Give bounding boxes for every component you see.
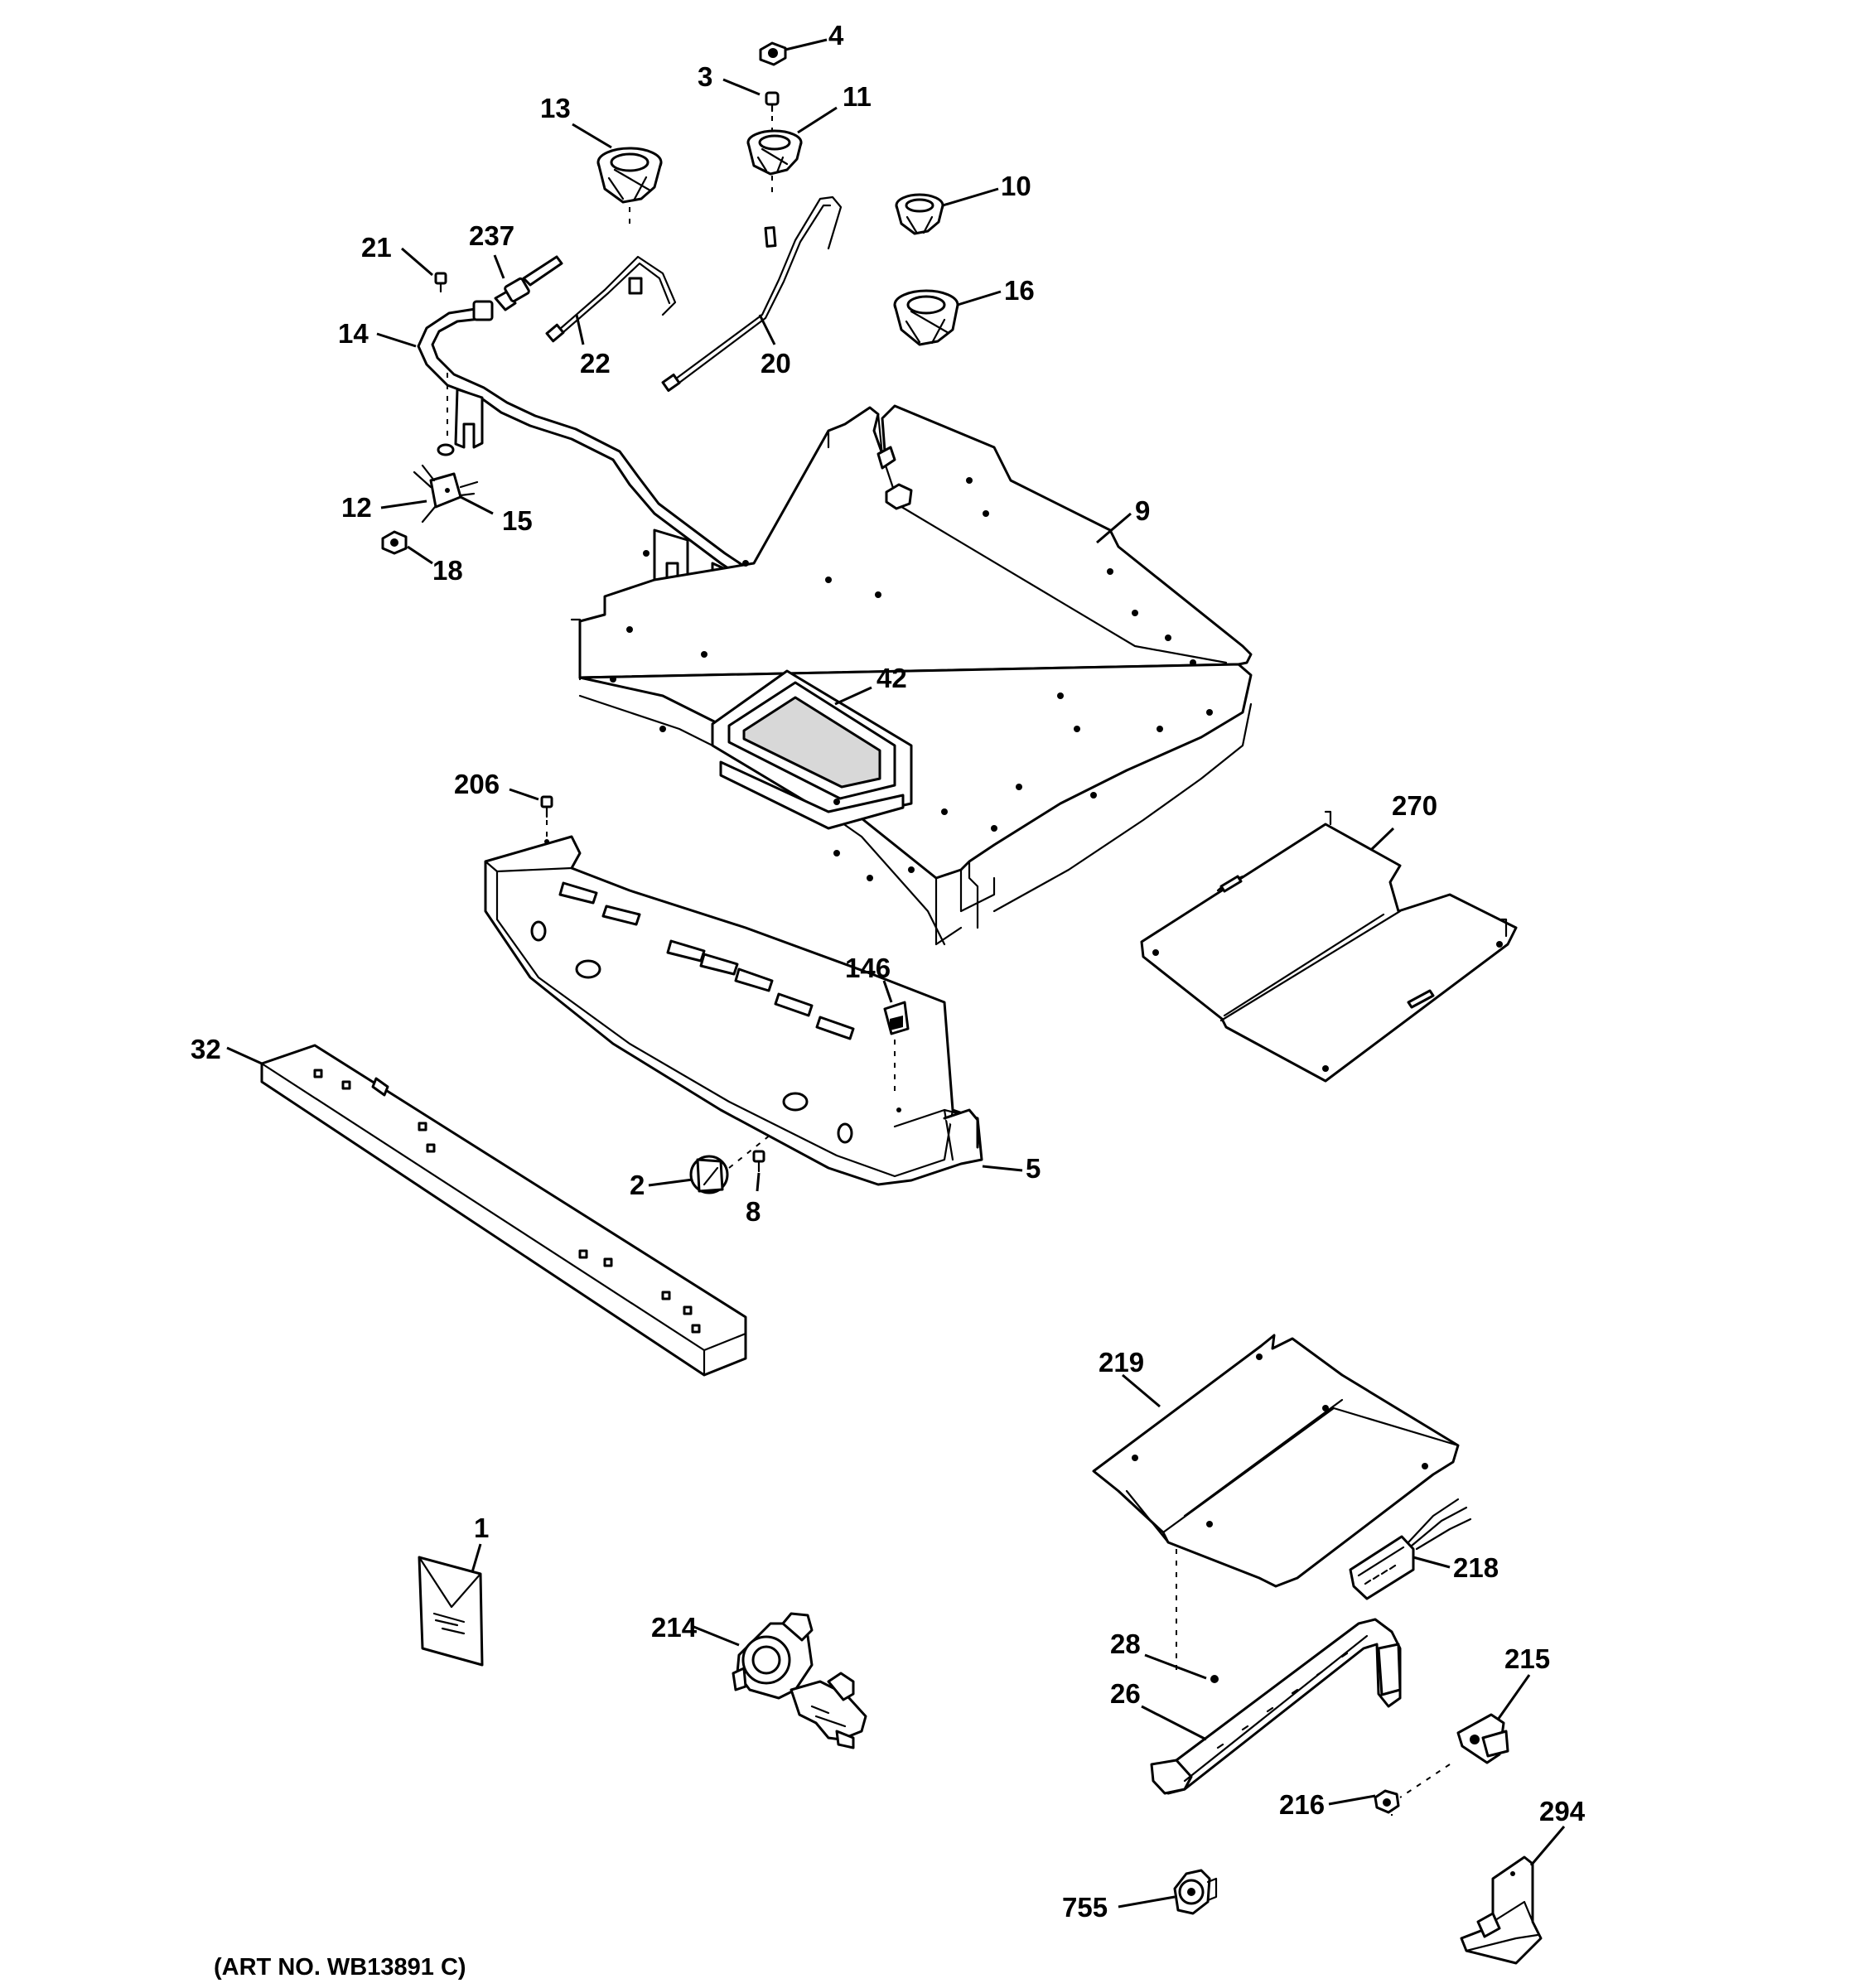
- label-219: 219: [1099, 1347, 1144, 1378]
- label-18: 18: [432, 555, 463, 586]
- label-10: 10: [1001, 171, 1031, 201]
- part-4-nut: [759, 41, 787, 66]
- part-9-burner-box: [570, 404, 1253, 946]
- label-218: 218: [1453, 1552, 1499, 1583]
- part-270-heat-shield: [1140, 810, 1518, 1083]
- part-13-burner: [596, 147, 663, 228]
- label-5: 5: [1026, 1153, 1041, 1184]
- washer: [437, 443, 455, 456]
- label-11: 11: [843, 81, 872, 112]
- part-216-nut: [1374, 1789, 1400, 1816]
- label-21: 21: [361, 232, 392, 263]
- part-5-control-panel: [484, 835, 983, 1186]
- part-42-plate: [711, 669, 913, 830]
- part-215-bracket: [1399, 1713, 1509, 1798]
- label-15: 15: [502, 505, 533, 536]
- part-32-trim: [260, 1044, 747, 1377]
- part-14-manifold: [417, 300, 751, 591]
- label-8: 8: [746, 1196, 761, 1227]
- label-20: 20: [761, 348, 791, 379]
- label-4: 4: [828, 20, 844, 51]
- part-2-knob: [689, 1134, 771, 1194]
- part-16-burner: [893, 289, 959, 346]
- part-28-screw: [1210, 1675, 1219, 1683]
- part-214-gas-valve: [732, 1612, 867, 1749]
- part-219-bottom-shield: [1092, 1334, 1460, 1673]
- leader-lines: [226, 38, 1566, 1908]
- part-294-bracket: [1460, 1855, 1543, 1965]
- label-14: 14: [338, 318, 369, 349]
- label-42: 42: [876, 663, 907, 693]
- part-20-tube: [661, 195, 843, 393]
- part-26-oven-burner: [1150, 1618, 1402, 1795]
- label-206: 206: [454, 769, 500, 799]
- part-755-thermostat: [1173, 1869, 1218, 1915]
- part-21-screw: [434, 272, 447, 293]
- label-3: 3: [698, 61, 712, 92]
- part-18-nut: [381, 530, 408, 555]
- label-26: 26: [1110, 1678, 1141, 1709]
- label-237: 237: [469, 220, 514, 251]
- label-28: 28: [1110, 1629, 1141, 1659]
- label-270: 270: [1392, 790, 1437, 821]
- label-215: 215: [1504, 1643, 1550, 1674]
- part-146-clip: [883, 1001, 910, 1093]
- part-8-screw: [752, 1150, 765, 1173]
- label-9: 9: [1135, 495, 1150, 526]
- art-number: (ART NO. WB13891 C): [214, 1954, 466, 1981]
- label-214: 214: [651, 1612, 698, 1643]
- label-1: 1: [474, 1513, 489, 1543]
- label-755: 755: [1062, 1892, 1108, 1923]
- part-206-screw: [540, 795, 553, 837]
- part-12-switch: [413, 464, 479, 524]
- label-32: 32: [191, 1034, 221, 1064]
- part-218-ignitor-module: [1349, 1498, 1472, 1600]
- part-1-envelope: [418, 1556, 484, 1667]
- label-13: 13: [540, 93, 571, 123]
- label-294: 294: [1539, 1796, 1586, 1826]
- label-22: 22: [580, 348, 611, 379]
- part-237-fitting: [494, 255, 563, 311]
- part-11-burner: [746, 116, 803, 199]
- part-22-tube: [545, 255, 677, 343]
- part-labels: 4 3 13 11 10 16 21 237 14 22 20 12 15 18…: [191, 20, 1586, 1981]
- label-16: 16: [1004, 275, 1035, 306]
- label-216: 216: [1279, 1789, 1325, 1820]
- part-3-screw: [765, 91, 780, 113]
- label-2: 2: [630, 1170, 645, 1200]
- label-12: 12: [341, 492, 372, 523]
- part-10-burner: [895, 193, 944, 235]
- label-146: 146: [845, 953, 891, 983]
